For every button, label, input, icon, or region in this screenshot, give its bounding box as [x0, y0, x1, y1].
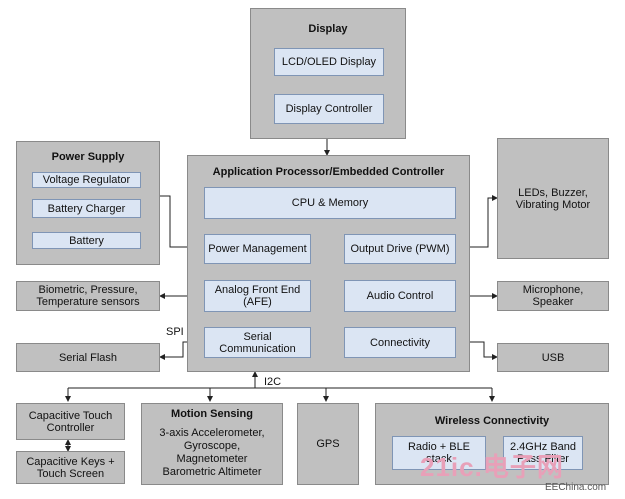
cpu-memory: CPU & Memory	[204, 187, 456, 219]
touch-controller-block: Capacitive Touch Controller	[16, 403, 125, 440]
serial-communication: Serial Communication	[204, 327, 311, 358]
motion-sensing-title: Motion Sensing	[171, 408, 253, 420]
i2c-label: I2C	[264, 376, 282, 388]
microphone-speaker-label: Microphone, Speaker	[522, 284, 584, 308]
radio-ble-stack: Radio + BLE stack	[392, 436, 486, 470]
sensors-block: Biometric, Pressure, Temperature sensors	[16, 281, 160, 311]
lcd-oled-display: LCD/OLED Display	[274, 48, 384, 76]
watermark-logo: 21ic.电子网	[420, 452, 564, 482]
analog-front-end: Analog Front End (AFE)	[204, 280, 311, 312]
touch-controller-label: Capacitive Touch Controller	[28, 409, 113, 434]
power-link	[160, 195, 203, 250]
gps-block: GPS	[297, 403, 359, 485]
usb-block: USB	[497, 343, 609, 372]
application-processor-title: Application Processor/Embedded Controlle…	[212, 166, 445, 178]
audio-control: Audio Control	[344, 280, 456, 312]
output-drive-pwm: Output Drive (PWM)	[344, 234, 456, 264]
application-processor-block: Application Processor/Embedded Controlle…	[187, 155, 470, 372]
serial-flash-label: Serial Flash	[58, 351, 118, 364]
usb-label: USB	[541, 351, 565, 364]
connectivity: Connectivity	[344, 327, 456, 358]
gps-label: GPS	[316, 438, 340, 450]
serial-flash-block: Serial Flash	[16, 343, 160, 372]
spi-label: SPI	[166, 326, 184, 338]
motion-sensing-block: Motion Sensing 3-axis Accelerometer, Gyr…	[141, 403, 283, 485]
usb-link	[456, 341, 498, 360]
battery: Battery	[32, 232, 141, 249]
microphone-speaker-block: Microphone, Speaker	[497, 281, 609, 311]
power-supply-block: Power Supply Voltage Regulator Battery C…	[16, 141, 160, 265]
voltage-regulator: Voltage Regulator	[32, 172, 141, 188]
wireless-connectivity-block: Wireless Connectivity Radio + BLE stack …	[375, 403, 609, 485]
wireless-connectivity-title: Wireless Connectivity	[434, 415, 550, 427]
display-block: Display LCD/OLED Display Display Control…	[250, 8, 406, 139]
band-pass-filter: 2.4GHz Band Pass Filter	[503, 436, 583, 470]
sensors-label: Biometric, Pressure, Temperature sensors	[36, 284, 140, 308]
motion-sensing-body: 3-axis Accelerometer, Gyroscope, Magneto…	[159, 427, 265, 478]
display-controller: Display Controller	[274, 94, 384, 124]
power-supply-title: Power Supply	[51, 151, 125, 163]
watermark-site: EEChina.com	[545, 482, 607, 493]
output-drive-link	[454, 195, 498, 248]
leds-buzzer-motor-label: LEDs, Buzzer, Vibrating Motor	[515, 186, 591, 211]
touch-keys-label: Capacitive Keys + Touch Screen	[26, 455, 115, 480]
leds-buzzer-motor-block: LEDs, Buzzer, Vibrating Motor	[497, 138, 609, 259]
battery-charger: Battery Charger	[32, 199, 141, 218]
power-management: Power Management	[204, 234, 311, 264]
touch-keys-block: Capacitive Keys + Touch Screen	[16, 451, 125, 484]
display-title: Display	[308, 23, 348, 35]
